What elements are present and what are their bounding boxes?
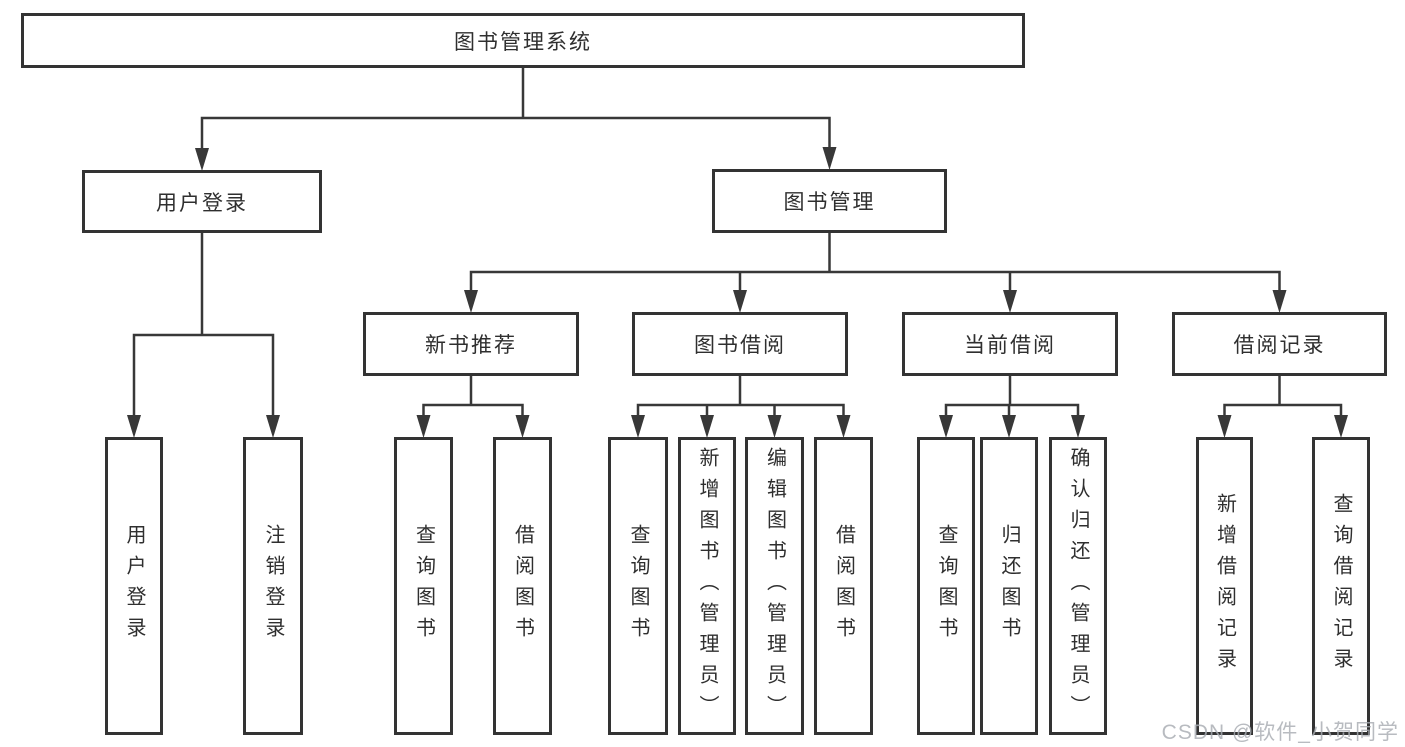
- arrowhead-icon: [1071, 415, 1085, 438]
- node-book-management-branch: 图书管理: [712, 169, 947, 233]
- leaf-user-login: 用户登录: [105, 437, 163, 735]
- arrowhead-icon: [631, 415, 645, 438]
- arrowhead-icon: [733, 290, 747, 313]
- node-borrowing-records: 借阅记录: [1172, 312, 1387, 376]
- leaf-query-books-recommend: 查询图书: [394, 437, 453, 735]
- node-current-borrowing: 当前借阅: [902, 312, 1118, 376]
- connector-root: [195, 68, 837, 171]
- arrowhead-icon: [416, 415, 431, 438]
- arrowhead-icon: [700, 415, 714, 438]
- node-book-borrowing: 图书借阅: [632, 312, 848, 376]
- arrowhead-icon: [1217, 415, 1232, 438]
- connector-borrowmenu: [631, 376, 851, 438]
- leaf-query-borrow-record: 查询借阅记录: [1312, 437, 1370, 735]
- connector-newbook: [416, 376, 530, 438]
- connector-mgmt: [464, 233, 1287, 313]
- leaf-logout: 注销登录: [243, 437, 303, 735]
- arrowhead-icon: [127, 415, 141, 438]
- node-library-management-system: 图书管理系统: [21, 13, 1025, 68]
- arrowhead-icon: [464, 290, 478, 313]
- arrowhead-icon: [836, 415, 851, 438]
- arrowhead-icon: [1003, 290, 1017, 313]
- arrowhead-icon: [767, 415, 782, 438]
- arrowhead-icon: [822, 147, 837, 170]
- leaf-confirm-return-admin: 确认归还（管理员）: [1049, 437, 1107, 735]
- arrowhead-icon: [1002, 415, 1016, 438]
- arrowhead-icon: [515, 415, 530, 438]
- leaf-query-books-current: 查询图书: [917, 437, 975, 735]
- connector-recordsmenu: [1217, 376, 1348, 438]
- node-new-book-recommendation: 新书推荐: [363, 312, 579, 376]
- connector-login: [127, 233, 280, 438]
- leaf-return-books: 归还图书: [980, 437, 1038, 735]
- leaf-borrow-books-borrowing: 借阅图书: [814, 437, 873, 735]
- arrowhead-icon: [195, 148, 209, 171]
- leaf-edit-book-admin: 编辑图书（管理员）: [745, 437, 804, 735]
- leaf-borrow-books-recommend: 借阅图书: [493, 437, 552, 735]
- arrowhead-icon: [1334, 415, 1348, 438]
- leaf-add-book-admin: 新增图书（管理员）: [678, 437, 736, 735]
- arrowhead-icon: [1272, 290, 1287, 313]
- arrowhead-icon: [266, 415, 280, 438]
- arrowhead-icon: [939, 415, 953, 438]
- leaf-add-borrow-record: 新增借阅记录: [1196, 437, 1253, 735]
- leaf-query-books-borrowing: 查询图书: [608, 437, 668, 735]
- node-user-login-branch: 用户登录: [82, 170, 322, 233]
- connector-currentmenu: [939, 376, 1085, 438]
